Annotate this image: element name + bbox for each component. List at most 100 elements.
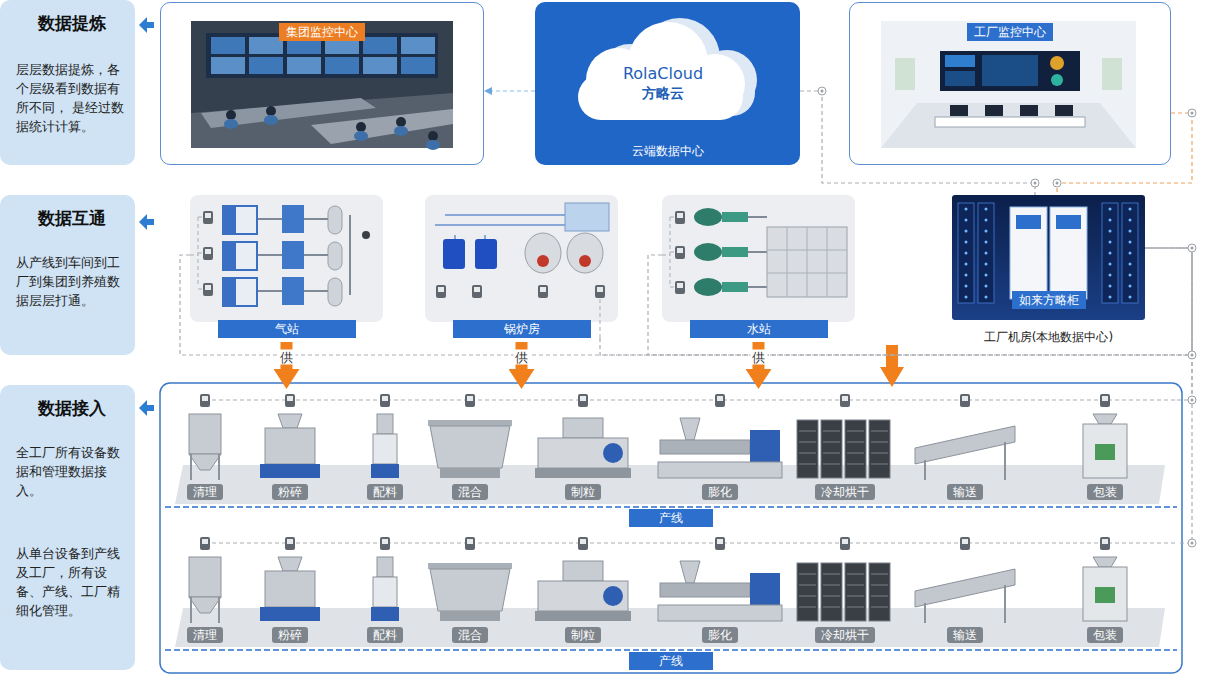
machine-station: 粉碎 [245, 410, 335, 500]
rack-light [985, 230, 988, 233]
sensor-screen [467, 539, 473, 544]
machine [845, 563, 866, 621]
machine [680, 561, 700, 583]
monitor [985, 105, 1003, 116]
pump [722, 282, 748, 292]
machine [823, 431, 840, 432]
node-title: 清理 [187, 484, 223, 500]
machine [658, 605, 782, 621]
sensor-icon [840, 394, 850, 407]
junction-dot [1031, 179, 1039, 187]
screen [401, 37, 435, 54]
sensor-screen [205, 285, 211, 290]
sensor-icon [465, 394, 475, 407]
machine [750, 573, 780, 605]
node-text: 从单台设备到产线及工厂，所有设备、产线、工厂精细化管理。 [16, 544, 127, 620]
tank-seam [767, 273, 847, 274]
machine [871, 607, 888, 608]
water-tank [767, 227, 847, 297]
node-title: 水站 [690, 320, 828, 338]
machine [660, 440, 750, 454]
machine [871, 453, 888, 454]
utility-station: 锅炉房 [425, 195, 618, 338]
rack-light [1129, 241, 1132, 244]
sensor-screen [580, 396, 586, 401]
pipe [304, 254, 328, 256]
machine-station: 制粒 [523, 553, 643, 643]
machine [847, 596, 864, 597]
machine [265, 571, 315, 607]
rack-light [1129, 263, 1132, 266]
sensor-icon [1100, 537, 1110, 550]
node-title: 包装 [1087, 627, 1123, 643]
illustration [165, 535, 1177, 670]
node-title: 混合 [452, 484, 488, 500]
sensor-icon [203, 247, 213, 260]
rack-light [1129, 208, 1132, 211]
rack-light [965, 274, 968, 277]
tank [328, 278, 342, 306]
junction-dot [1188, 396, 1196, 404]
sensor-icon [203, 283, 213, 296]
production-frame [160, 383, 1182, 673]
machine-station: 制粒 [523, 410, 643, 500]
boiler [567, 233, 603, 273]
machine-station: 包装 [1055, 553, 1155, 643]
photo [881, 21, 1136, 148]
node-title: 清理 [187, 627, 223, 643]
burner [537, 255, 549, 267]
machine [430, 569, 510, 611]
sensor-screen [677, 248, 683, 253]
screen [363, 57, 397, 74]
machine [799, 607, 816, 608]
sensor-screen [580, 539, 586, 544]
machine [440, 611, 500, 621]
machine [823, 442, 840, 443]
sensor-screen [962, 396, 968, 401]
connector [492, 90, 535, 91]
screen [363, 37, 397, 54]
illustration [425, 195, 618, 338]
side-panel: 数据互通从产线到车间到工厂到集团到养殖数据层层打通。 [0, 195, 135, 355]
machine [278, 414, 302, 428]
machine [871, 464, 888, 465]
node-title: 如来方略柜 [1012, 291, 1086, 309]
machine [847, 574, 864, 575]
machine [871, 596, 888, 597]
machine [1083, 424, 1127, 478]
machine [799, 585, 816, 586]
dryer [282, 277, 304, 305]
side-panel: 数据接入全工厂所有设备数据和管理数据接入。从单台设备到产线及工厂，所有设备、产线… [0, 385, 135, 670]
rack-light [965, 285, 968, 288]
tank-seam [767, 250, 847, 251]
sensor-screen [287, 396, 293, 401]
sensor-screen [597, 287, 603, 292]
illustration [190, 195, 383, 338]
machine [823, 574, 840, 575]
illustration [662, 195, 855, 338]
monitor [1055, 105, 1073, 116]
rack-light [985, 263, 988, 266]
sensor-icon [675, 211, 685, 224]
person [396, 117, 406, 127]
node-title: 配料 [367, 627, 403, 643]
floor [191, 93, 453, 148]
pipe [258, 254, 282, 256]
machine [377, 414, 393, 434]
machine [871, 585, 888, 586]
rack-light [1109, 252, 1112, 255]
tank [328, 242, 342, 270]
junction-dot [1191, 354, 1194, 357]
sensor-screen [962, 539, 968, 544]
rack-light [985, 219, 988, 222]
machine [823, 607, 840, 608]
rack-light [1109, 241, 1112, 244]
machine [871, 442, 888, 443]
wire [198, 217, 199, 287]
machine [1095, 587, 1115, 603]
machine [915, 426, 1015, 464]
machine-station: 清理 [165, 410, 245, 500]
side-arrow [139, 214, 154, 230]
sensor-icon [285, 394, 295, 407]
sensor-screen [1102, 539, 1108, 544]
